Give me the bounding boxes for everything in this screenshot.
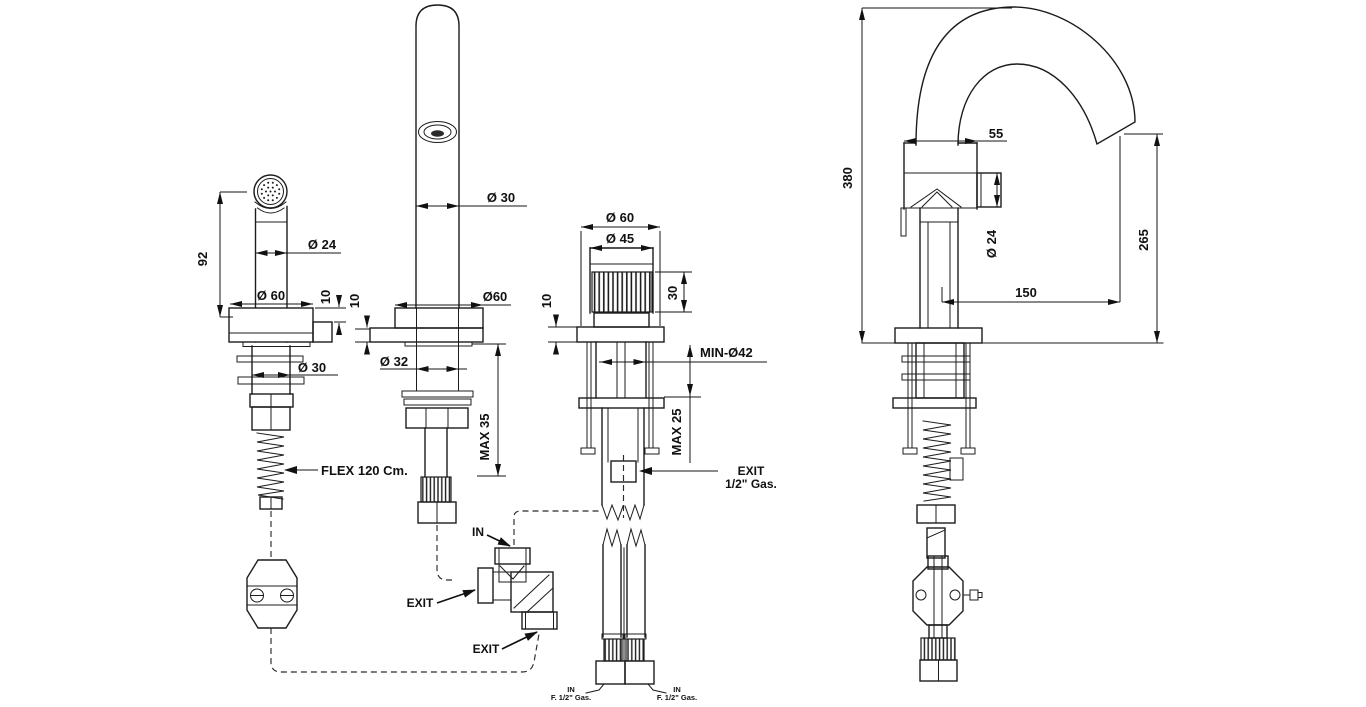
- dim-150: 150: [941, 136, 1121, 305]
- hand-shower-head: [253, 174, 288, 214]
- mixer-exit-callout: EXIT 1/2" Gas.: [639, 464, 777, 491]
- dim-label-150: 150: [1015, 285, 1037, 300]
- inlet-left-line1: IN: [567, 685, 575, 694]
- dim-d24-spout-tube: Ø 24: [984, 173, 1000, 258]
- faucet-body: [894, 142, 1002, 344]
- dim-d30-shank: Ø 30: [252, 360, 338, 378]
- dim-label-55: 55: [989, 126, 1003, 141]
- hand-shower-base-flange: [228, 307, 333, 347]
- valve-in-callout: IN: [472, 525, 511, 547]
- dim-label-10-spout: 10: [347, 294, 362, 308]
- faucet-underdeck: [892, 342, 977, 559]
- valve-exit-left-callout: EXIT: [407, 589, 476, 610]
- hose-dashed-2: [270, 628, 540, 673]
- dim-10-base: 10: [315, 290, 346, 335]
- view-spout-side: Ø 30 Ø60 10 Ø 32 MAX 35: [347, 4, 527, 524]
- dim-92: 92: [195, 191, 247, 318]
- hose-dashed-3: [436, 525, 456, 581]
- hose-weight: [246, 559, 298, 629]
- dim-label-min-d42: MIN-Ø42: [700, 345, 753, 360]
- dim-label-max25: MAX 25: [669, 409, 684, 456]
- diverter-valve: [477, 547, 558, 630]
- dim-d32-shank: Ø 32: [380, 354, 467, 372]
- spout-shank: [401, 390, 474, 524]
- dim-label-d30: Ø 30: [298, 360, 326, 375]
- knurled-knob: [589, 247, 654, 328]
- dim-label-30: 30: [665, 286, 680, 300]
- dim-label-10: 10: [318, 290, 333, 304]
- dim-label-d60-spout: Ø60: [483, 289, 508, 304]
- dim-min-d42: MIN-Ø42: [599, 345, 767, 365]
- dim-max35: MAX 35: [472, 343, 506, 477]
- dim-265: 265: [1124, 133, 1163, 343]
- inlet-labels: IN F. 1/2" Gas. IN F. 1/2" Gas.: [551, 685, 697, 702]
- dim-55: 55: [904, 126, 1007, 144]
- dim-label-d32: Ø 32: [380, 354, 408, 369]
- mixer-exit-line1: EXIT: [738, 464, 765, 478]
- view-mixer-front: Ø 60 Ø 45 30 10 MIN-Ø42: [539, 210, 777, 702]
- dim-30-knurl-height: 30: [655, 271, 692, 313]
- valve-exit-left-label: EXIT: [407, 596, 434, 610]
- dim-d60-base: Ø 60: [230, 288, 313, 307]
- dim-label-d24-right: Ø 24: [984, 229, 999, 258]
- dim-label-max35: MAX 35: [477, 414, 492, 461]
- dim-max25: MAX 25: [664, 345, 701, 463]
- dim-label-d60-mixer: Ø 60: [606, 210, 634, 225]
- spray-holes: [260, 181, 281, 202]
- valve-exit-bottom-label: EXIT: [473, 642, 500, 656]
- mixer-underdeck: [578, 341, 665, 455]
- mixer-flange: [576, 326, 665, 343]
- dim-d60-mixer: Ø 60: [580, 210, 661, 326]
- dim-380: 380: [840, 7, 1012, 343]
- spout-aerator-ring: [418, 121, 457, 143]
- inlet-left-line2: F. 1/2" Gas.: [551, 693, 591, 702]
- gooseneck-spout: [915, 6, 1136, 146]
- mixer-supply-pipes: [585, 407, 667, 694]
- dim-10-spout-base: 10: [347, 294, 370, 355]
- spout-base-flange: [369, 307, 484, 392]
- flex-label: FLEX 120 Cm.: [321, 463, 408, 478]
- dim-label-d45: Ø 45: [606, 231, 634, 246]
- dim-label-d30-spout: Ø 30: [487, 190, 515, 205]
- valve-in-label: IN: [472, 525, 484, 539]
- dim-d30-spout: Ø 30: [416, 190, 527, 209]
- dim-label-265: 265: [1136, 229, 1151, 251]
- dim-label-d60: Ø 60: [257, 288, 285, 303]
- dim-10-mixer-base: 10: [539, 294, 577, 355]
- dim-label-380: 380: [840, 167, 855, 189]
- dim-label-92: 92: [195, 252, 210, 266]
- inlet-right-line2: F. 1/2" Gas.: [657, 693, 697, 702]
- flex-hose-spring: [256, 432, 285, 510]
- dim-label-d24: Ø 24: [308, 237, 337, 252]
- hose-dashed-4: [513, 510, 602, 545]
- mixer-exit-line2: 1/2" Gas.: [725, 477, 777, 491]
- inlet-right-line1: IN: [673, 685, 681, 694]
- view-hand-shower: 92 Ø 24 Ø 60 10 Ø 30 FLEX 120 Cm.: [195, 174, 408, 510]
- connection-schematic: IN EXIT EXIT: [246, 510, 602, 673]
- spout-body: [415, 4, 460, 309]
- flex-callout: FLEX 120 Cm.: [284, 463, 408, 478]
- faucet-diverter: [912, 555, 983, 682]
- dim-d60-spout-base: Ø60: [395, 289, 511, 308]
- dim-d24-handle: Ø 24: [255, 237, 341, 256]
- dim-label-10-mixer: 10: [539, 294, 554, 308]
- hand-shower-shank: [236, 345, 305, 431]
- view-faucet-right: 55 380 Ø 24 265 150: [840, 6, 1164, 682]
- dim-d45-knurl: Ø 45: [590, 231, 653, 251]
- valve-exit-bottom-callout: EXIT: [473, 631, 538, 656]
